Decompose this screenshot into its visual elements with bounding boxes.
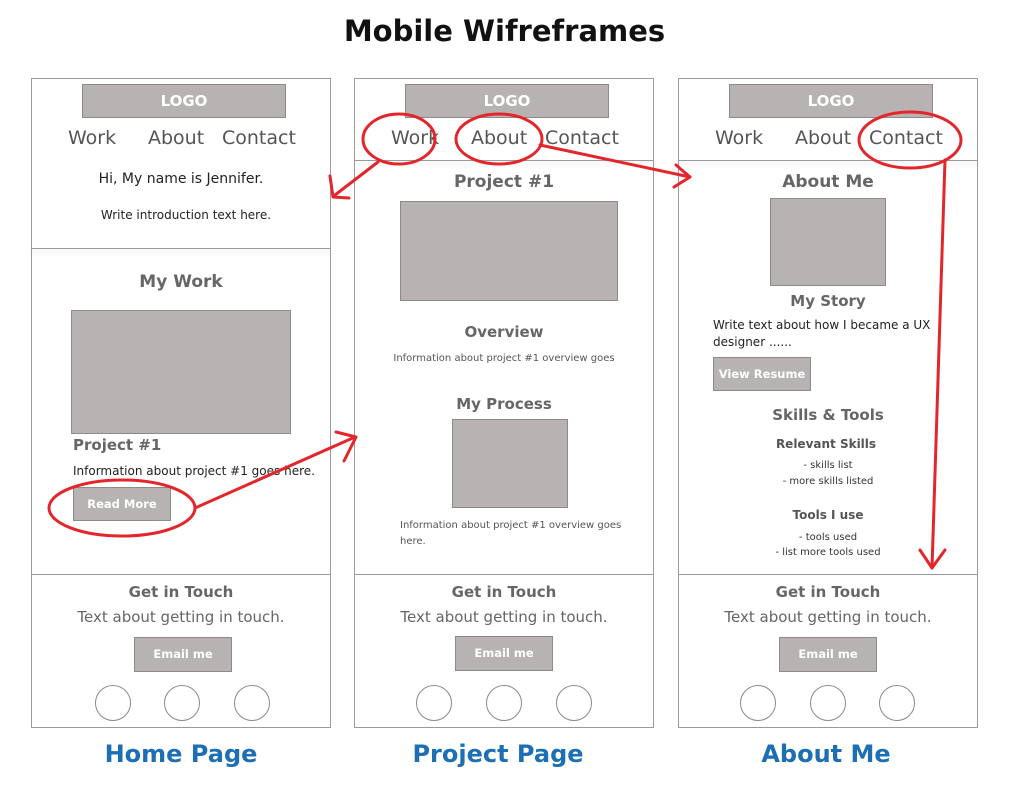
project-social-icon-2[interactable] — [486, 685, 522, 721]
home-social-icon-1[interactable] — [95, 685, 131, 721]
about-contact-divider — [678, 574, 977, 575]
about-title: About Me — [782, 172, 874, 192]
about-page-caption: About Me — [761, 740, 891, 768]
about-skills-item-1: - skills list — [803, 460, 853, 471]
home-contact-title: Get in Touch — [128, 583, 234, 601]
about-nav-contact[interactable]: Contact — [869, 127, 943, 149]
home-intro: Write introduction text here. — [100, 208, 272, 222]
about-nav-about[interactable]: About — [795, 127, 852, 149]
project-contact-title: Get in Touch — [451, 583, 557, 601]
read-more-button[interactable]: Read More — [73, 487, 171, 521]
home-project-title: Project #1 — [73, 436, 162, 454]
project-logo[interactable]: LOGO — [405, 84, 609, 118]
about-logo[interactable]: LOGO — [729, 84, 933, 118]
about-story-title: My Story — [790, 292, 866, 310]
about-skills-item-2: - more skills listed — [782, 476, 874, 487]
about-story-text-1: Write text about how I became a UX — [713, 318, 931, 332]
about-story-text-2: designer ...... — [713, 335, 792, 349]
about-nav-divider — [678, 160, 977, 161]
home-nav-contact[interactable]: Contact — [222, 127, 296, 149]
arrowhead-readmore-to-project — [334, 430, 358, 463]
project-nav-contact[interactable]: Contact — [545, 127, 619, 149]
project-contact-text: Text about getting in touch. — [400, 608, 608, 626]
project-page-caption: Project Page — [412, 740, 584, 768]
about-skills-title: Skills & Tools — [772, 406, 884, 424]
about-email-button[interactable]: Email me — [779, 637, 877, 672]
home-hero-divider — [31, 248, 330, 249]
about-tools-title: Tools I use — [792, 508, 864, 522]
project-social-icon-3[interactable] — [556, 685, 592, 721]
project-process-image — [452, 419, 568, 508]
project-social-icon-1[interactable] — [416, 685, 452, 721]
home-social-icon-3[interactable] — [234, 685, 270, 721]
home-email-button[interactable]: Email me — [134, 637, 232, 672]
page-title: Mobile Wifreframes — [343, 14, 666, 48]
about-tools-item-2: - list more tools used — [775, 547, 881, 558]
arrowhead-work-to-home — [328, 174, 351, 200]
view-resume-button[interactable]: View Resume — [713, 357, 811, 391]
about-social-icon-1[interactable] — [740, 685, 776, 721]
about-page-frame — [678, 78, 978, 728]
about-social-icon-2[interactable] — [810, 685, 846, 721]
project-hero-image — [400, 201, 618, 301]
project-nav-about[interactable]: About — [471, 127, 528, 149]
home-nav-work[interactable]: Work — [68, 127, 117, 149]
home-greeting: Hi, My name is Jennifer. — [98, 171, 264, 187]
about-social-icon-3[interactable] — [879, 685, 915, 721]
home-section-title: My Work — [139, 272, 223, 292]
about-tools-item-1: - tools used — [798, 532, 858, 543]
home-social-icon-2[interactable] — [164, 685, 200, 721]
about-relevant-skills-title: Relevant Skills — [775, 437, 877, 451]
project-page-frame — [354, 78, 654, 728]
home-project-info: Information about project #1 goes here. — [73, 464, 315, 478]
project-contact-divider — [354, 574, 653, 575]
project-nav-work[interactable]: Work — [391, 127, 440, 149]
home-page-caption: Home Page — [104, 740, 258, 768]
home-contact-text: Text about getting in touch. — [77, 608, 285, 626]
home-nav-about[interactable]: About — [148, 127, 205, 149]
home-project-image — [71, 310, 291, 434]
project-title: Project #1 — [453, 172, 555, 192]
project-process-text-1: Information about project #1 overview go… — [400, 520, 622, 531]
about-nav-work[interactable]: Work — [715, 127, 764, 149]
project-process-text-2: here. — [400, 536, 426, 547]
project-overview-text: Information about project #1 overview go… — [393, 353, 615, 364]
project-nav-divider — [354, 160, 653, 161]
about-contact-title: Get in Touch — [775, 583, 881, 601]
home-logo[interactable]: LOGO — [82, 84, 286, 118]
home-contact-divider — [31, 574, 330, 575]
project-overview-title: Overview — [464, 323, 544, 341]
project-process-title: My Process — [456, 395, 552, 413]
project-email-button[interactable]: Email me — [455, 636, 553, 671]
about-portrait-image — [770, 198, 886, 286]
about-contact-text: Text about getting in touch. — [724, 608, 932, 626]
